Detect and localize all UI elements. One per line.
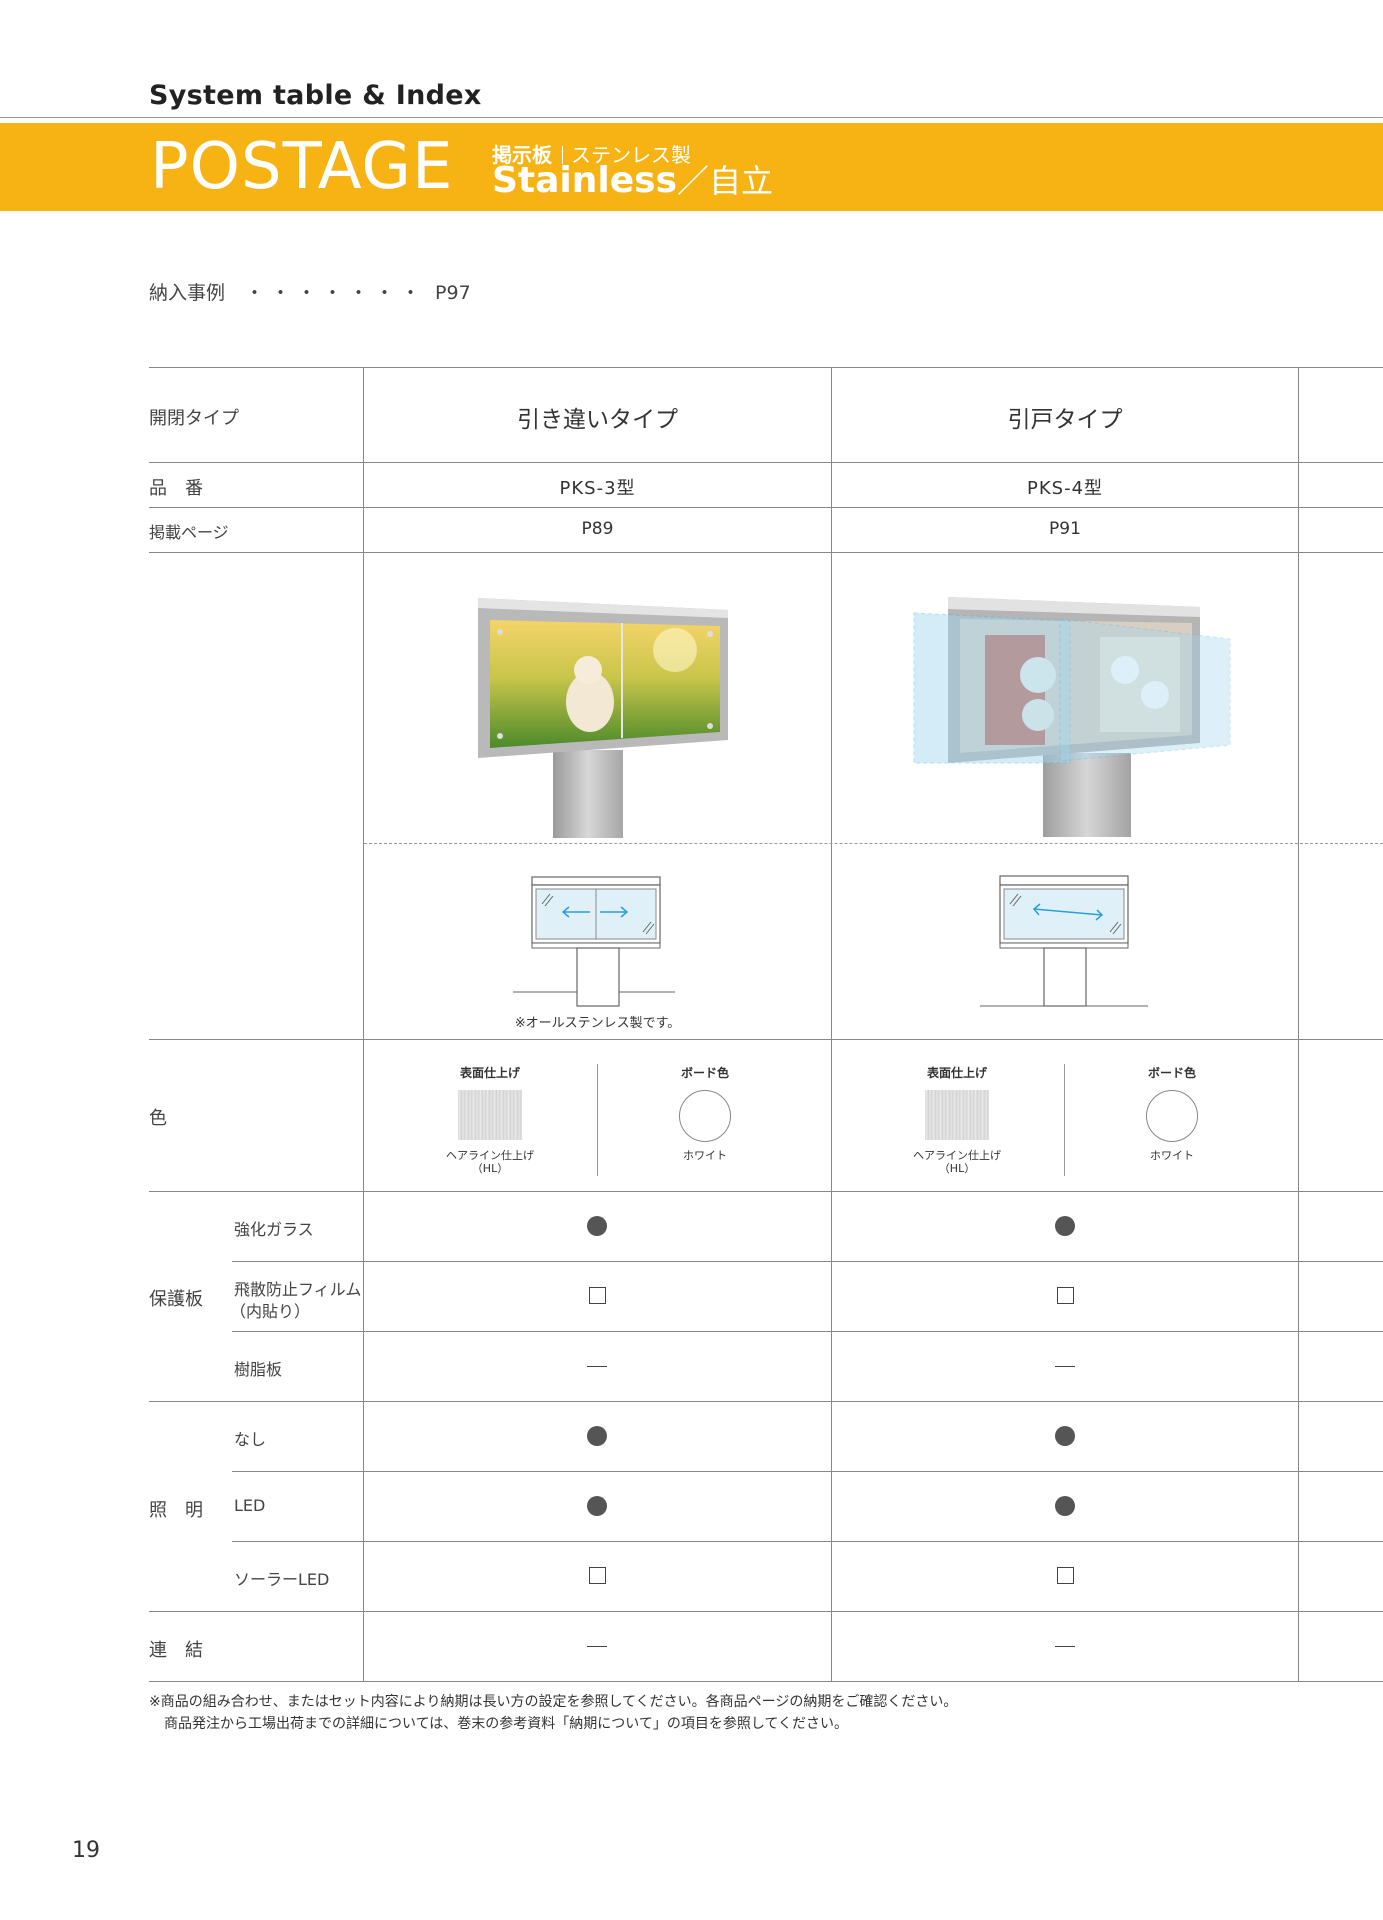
banner-suffix: ／自立 <box>677 162 774 200</box>
white-board-swatch <box>1146 1090 1198 1142</box>
product-banner <box>0 123 1383 211</box>
column-divider <box>1298 367 1299 1681</box>
reference-label: 納入事例 <box>149 282 226 304</box>
standard-mark <box>587 1216 607 1236</box>
table-rule <box>232 1331 1383 1332</box>
banner-series-name: Stainless <box>492 160 678 201</box>
footnote-1: ※商品の組み合わせ、またはセット内容により納期は長い方の設定を参照してください。… <box>149 1694 958 1710</box>
col1-surface-title: 表面仕上げ <box>459 1066 520 1080</box>
not-available-mark <box>1055 1366 1075 1367</box>
page-number: 19 <box>72 1838 100 1863</box>
row-label-glass: 強化ガラス <box>234 1220 314 1239</box>
hairline-swatch <box>925 1090 989 1140</box>
hairline-swatch <box>458 1090 522 1140</box>
reference-page-link[interactable]: P97 <box>435 282 471 304</box>
table-rule <box>149 1191 1383 1192</box>
row-label-resin: 樹脂板 <box>234 1360 283 1379</box>
section-title: System table & Index <box>149 80 482 111</box>
col2-surface-name: ヘアライン仕上げ <box>913 1149 1001 1162</box>
table-rule <box>149 367 1383 368</box>
standard-mark <box>1055 1426 1075 1446</box>
standard-mark <box>1055 1496 1075 1516</box>
diagram-sliding-pks4 <box>980 875 1148 1007</box>
product-photo-pks4 <box>913 597 1231 837</box>
not-available-mark <box>587 1646 607 1647</box>
table-rule <box>149 1039 1383 1040</box>
color-divider <box>1064 1064 1065 1176</box>
row-label-connect: 連 結 <box>149 1640 203 1661</box>
header-rule <box>0 117 1383 118</box>
footnote-2: 商品発注から工場出荷までの詳細については、巻末の参考資料「納期について」の項目を… <box>164 1716 849 1732</box>
row-label-film-sub: （内貼り） <box>230 1302 311 1321</box>
reference-dots: ・・・・・・・ <box>245 282 428 304</box>
table-rule <box>149 1681 1383 1682</box>
row-label-protect-group: 保護板 <box>149 1289 203 1310</box>
banner-category: 掲示板ステンレス製 <box>492 139 691 168</box>
col2-board-name: ホワイト <box>1150 1149 1194 1162</box>
option-mark <box>1057 1287 1074 1304</box>
standard-mark <box>587 1426 607 1446</box>
not-available-mark <box>1055 1646 1075 1647</box>
table-rule <box>149 1611 1383 1612</box>
stand-post <box>553 750 623 838</box>
col1-surface-name: ヘアライン仕上げ <box>446 1149 534 1162</box>
banner-material: ステンレス製 <box>571 143 691 167</box>
row-label-light-solar: ソーラーLED <box>234 1570 330 1589</box>
col1-board-title: ボード色 <box>680 1066 729 1080</box>
col1-board-name: ホワイト <box>683 1149 727 1162</box>
col2-model: PKS-4型 <box>1026 478 1104 499</box>
diagram-note: ※オールステンレス製です。 <box>514 1016 681 1031</box>
col1-open-type: 引き違いタイプ <box>517 407 678 433</box>
row-label-light-group: 照 明 <box>149 1500 203 1521</box>
column-divider <box>363 367 364 1681</box>
banner-kanji: 掲示板 <box>492 143 552 167</box>
standard-mark <box>1055 1216 1075 1236</box>
col1-model: PKS-3型 <box>559 478 636 499</box>
row-label-page: 掲載ページ <box>149 523 229 542</box>
col1-page-link[interactable]: P89 <box>581 519 614 539</box>
col2-board-title: ボード色 <box>1147 1066 1196 1080</box>
row-label-light-none: なし <box>234 1430 267 1449</box>
color-divider <box>597 1064 598 1176</box>
not-available-mark <box>587 1366 607 1367</box>
row-label-light-led: LED <box>234 1496 266 1515</box>
row-label-color: 色 <box>149 1108 167 1129</box>
table-rule <box>149 1401 1383 1402</box>
banner-series: Stainless／自立 <box>492 160 773 202</box>
delivery-reference: 納入事例・・・・・・・ P97 <box>149 278 471 305</box>
standard-mark <box>587 1496 607 1516</box>
table-rule <box>232 1261 1383 1262</box>
table-rule <box>232 1541 1383 1542</box>
row-label-open-type: 開閉タイプ <box>149 408 239 429</box>
option-mark <box>589 1287 606 1304</box>
row-label-model: 品 番 <box>149 478 203 499</box>
col2-surface-title: 表面仕上げ <box>926 1066 987 1080</box>
row-label-film: 飛散防止フィルム <box>234 1280 362 1299</box>
col1-surface-code: （HL） <box>471 1162 509 1175</box>
option-mark <box>589 1567 606 1584</box>
column-divider <box>831 367 832 1681</box>
banner-product-name: POSTAGE <box>150 130 454 204</box>
diagram-sliding-pks3 <box>513 876 675 1007</box>
white-board-swatch <box>679 1090 731 1142</box>
table-rule <box>232 1471 1383 1472</box>
product-photo-pks3 <box>478 598 728 838</box>
col2-open-type: 引戸タイプ <box>1007 407 1123 433</box>
col2-page-link[interactable]: P91 <box>1049 519 1081 539</box>
image-divider <box>364 843 1383 844</box>
table-rule <box>149 552 1383 553</box>
table-rule <box>149 462 1383 463</box>
table-rule <box>149 507 1383 508</box>
option-mark <box>1057 1567 1074 1584</box>
col2-surface-code: （HL） <box>938 1162 976 1175</box>
